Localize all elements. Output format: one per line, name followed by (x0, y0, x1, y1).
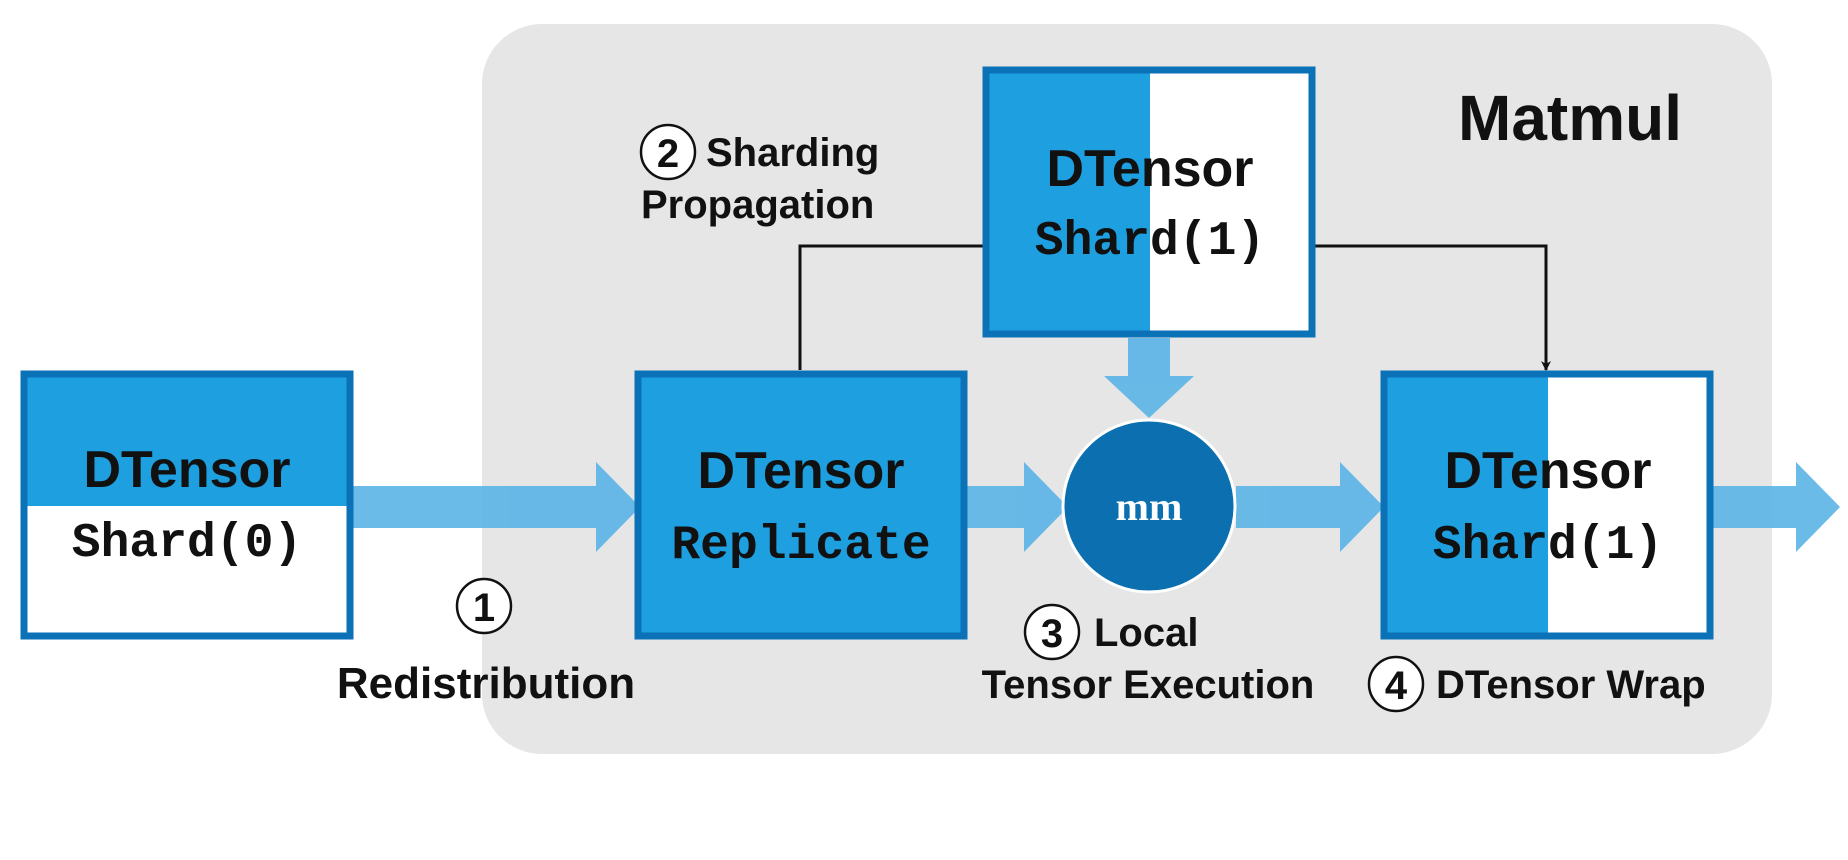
step-1-label: 1 Redistribution (337, 577, 635, 708)
step-1-badge (455, 577, 513, 635)
svg-text:2: 2 (657, 132, 679, 176)
propagated-dtensor-placement: Shard(1) (1035, 215, 1265, 269)
step-4-label: 4 DTensor Wrap (1367, 655, 1706, 713)
propagation-line-right (1314, 244, 1551, 371)
output-dtensor-box: DTensor Shard(1) (1380, 370, 1714, 640)
svg-text:3: 3 (1041, 612, 1063, 656)
step-3-label: 3 Local Tensor Execution (982, 603, 1315, 707)
mm-op-label: mm (1116, 484, 1183, 529)
propagated-dtensor-title: DTensor (1046, 140, 1253, 198)
input-dtensor-placement: Shard(0) (72, 517, 302, 571)
output-dtensor-placement: Shard(1) (1433, 519, 1663, 573)
replicate-dtensor-title: DTensor (697, 442, 904, 500)
output-dtensor-title: DTensor (1444, 442, 1651, 500)
flow-arrow-output-exit (1712, 462, 1840, 552)
propagation-line-left (798, 244, 984, 370)
mm-op-node: mm (1061, 418, 1237, 594)
flow-arrow-shard1-down-to-mm (1104, 338, 1194, 418)
step-2-text-line2: Propagation (641, 183, 874, 227)
step-3-text-line1: Local (1094, 611, 1198, 655)
flow-arrow-replicate-to-mm (966, 462, 1068, 552)
input-dtensor-title: DTensor (83, 441, 290, 499)
flow-arrow-mm-to-output (1236, 462, 1384, 552)
step-4-text: DTensor Wrap (1436, 663, 1706, 707)
step-3-text-line2: Tensor Execution (982, 663, 1315, 707)
step-4-badge (1367, 655, 1425, 713)
svg-text:4: 4 (1385, 664, 1408, 708)
step-2-badge (639, 123, 697, 181)
replicate-dtensor-box: DTensor Replicate (634, 370, 968, 640)
step-3-badge (1023, 603, 1081, 661)
matmul-title: Matmul (1458, 82, 1682, 154)
flow-arrow-input-to-replicate (352, 462, 640, 552)
svg-text:1: 1 (473, 586, 495, 630)
step-1-text: Redistribution (337, 659, 635, 708)
step-2-label: 2 Sharding Propagation (639, 123, 879, 227)
step-2-text-line1: Sharding (706, 131, 879, 175)
replicate-dtensor-placement: Replicate (671, 519, 930, 573)
propagated-dtensor-box: DTensor Shard(1) (982, 66, 1316, 338)
input-dtensor-box: DTensor Shard(0) (20, 370, 354, 640)
